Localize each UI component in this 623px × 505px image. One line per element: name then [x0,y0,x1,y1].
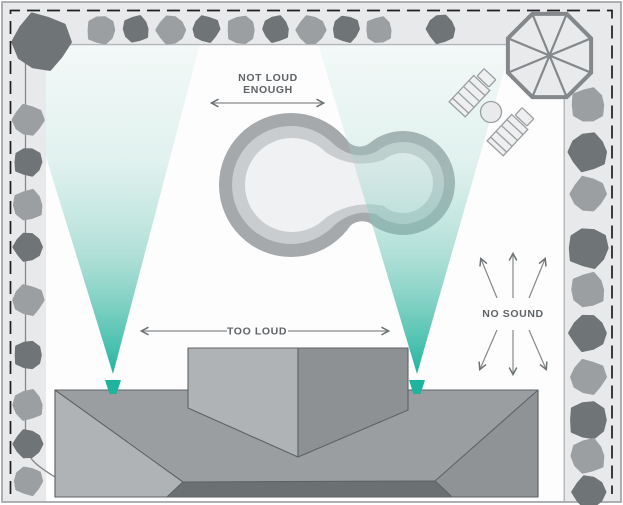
not-loud-enough-annotation: NOT LOUD ENOUGH [209,72,326,108]
tree [11,12,72,71]
tree [568,228,609,269]
tree [13,189,43,221]
tree [571,87,605,122]
too-loud-annotation: TOO LOUD [139,326,391,338]
no-sound-annotation: NO SOUND [478,251,548,377]
tree [333,15,360,43]
tree [227,15,255,44]
left-speaker-sound-cone [46,44,200,374]
no-sound-arrow-up-right [528,257,547,299]
tree [12,429,44,459]
gazebo [505,11,594,100]
chair-headrest [477,68,497,88]
no-sound-arrow-up-left [479,257,498,299]
tree [571,272,605,308]
tree [155,15,187,45]
tree [12,389,43,421]
tree [569,175,607,212]
tree [192,15,221,43]
tree [571,475,607,505]
chair-body [448,74,491,118]
tree [366,16,392,43]
tree [570,359,607,395]
chair-body [486,113,529,157]
side-table [479,100,503,124]
tree [12,284,45,316]
no-sound-label: NO SOUND [482,308,543,320]
not-loud-enough-label-line2: ENOUGH [243,84,293,96]
perimeter-trees [11,12,609,505]
chair-headrest [515,107,535,127]
too-loud-label: TOO LOUD [227,326,287,338]
right-speaker-sound-cone [318,44,512,374]
tree [570,401,607,440]
tree [122,15,149,43]
tree [262,15,289,43]
tree [13,466,44,496]
annotations: NOT LOUD ENOUGH TOO LOUD NO SOUND [139,72,548,377]
dashed-property-line [9,9,613,494]
house-roof [54,347,539,498]
tree [567,132,607,173]
left-roof-speaker [105,380,121,394]
tree [14,148,43,177]
tree [14,340,42,370]
not-loud-enough-label-line1: NOT LOUD [238,72,298,84]
sound-cones [46,44,512,374]
no-sound-arrow-down-right [528,329,548,371]
right-roof-speaker [409,380,425,394]
roof-ridge-strip [166,480,453,498]
bay-right-face [297,347,409,458]
tree [12,232,43,262]
tree [425,14,456,44]
roof-speakers [105,380,425,394]
lounge-chair-2 [486,107,535,157]
tree [87,16,116,45]
tree [295,15,327,45]
tree [568,314,607,352]
no-sound-arrow-down-left [478,329,498,371]
lounge-chair-1 [448,68,497,118]
tree [570,437,605,474]
tree [11,104,45,136]
gazebo-ribs [507,13,592,98]
